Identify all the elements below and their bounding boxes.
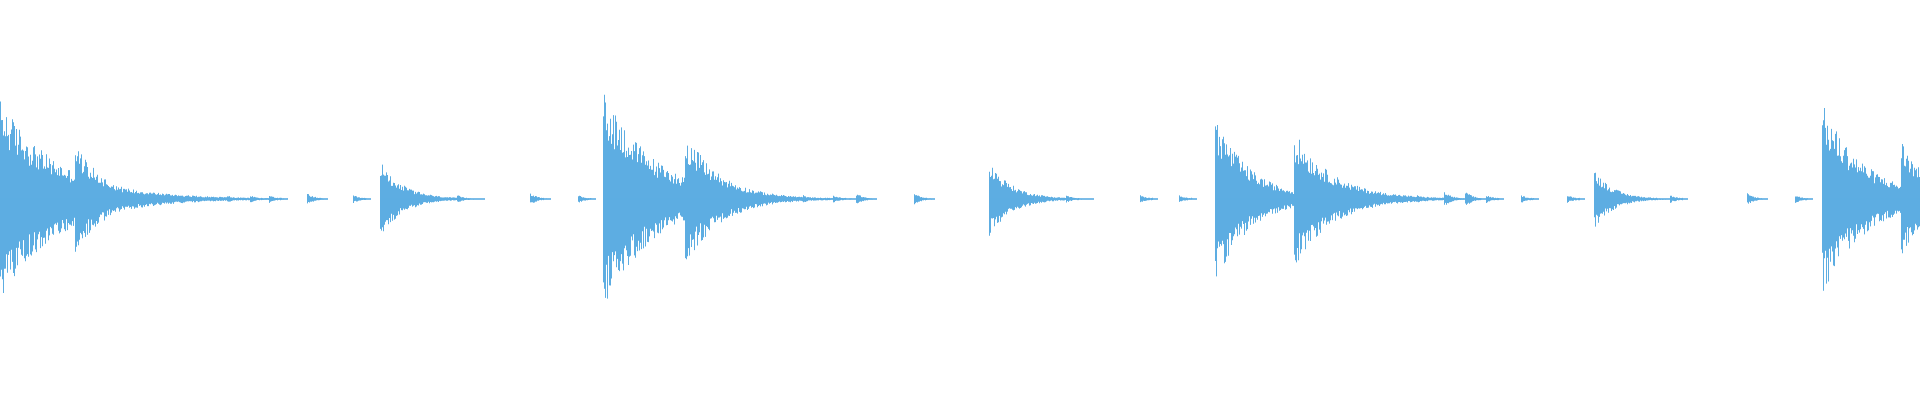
waveform-bars (0, 94, 1920, 299)
waveform-path (0, 94, 1920, 299)
